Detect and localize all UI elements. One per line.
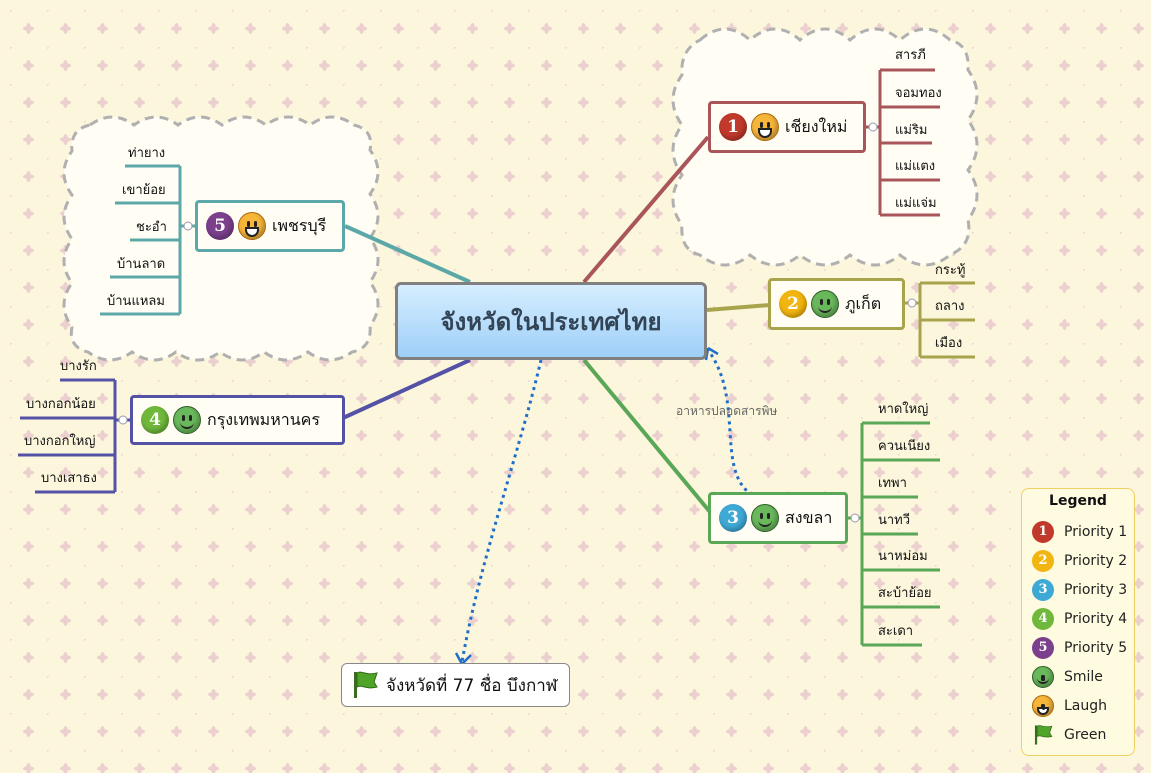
priority-2-icon: 2 — [779, 290, 807, 318]
collapse-toggle — [118, 415, 128, 425]
subtopic[interactable]: แม่แจ่ม — [895, 196, 937, 211]
callout-arrowhead — [454, 652, 472, 665]
topic-phetchaburi[interactable]: 5 เพชรบุรี — [195, 200, 345, 252]
leaf-lines-songkhla — [848, 421, 940, 647]
legend-item: Laugh — [1032, 691, 1134, 720]
subtopic[interactable]: จอมทอง — [895, 86, 942, 101]
central-topic-label: จังหวัดในประเทศไทย — [440, 307, 662, 336]
legend-item: 3 Priority 3 — [1032, 575, 1134, 604]
topic-label: เพชรบุรี — [272, 215, 327, 235]
legend-item-label: Priority 1 — [1064, 523, 1128, 540]
topic-label: ภูเก็ต — [845, 293, 882, 313]
legend-panel: Legend 1 Priority 1 2 Priority 2 3 Prior… — [1021, 488, 1135, 756]
subtopic[interactable]: เขาย้อย — [122, 183, 166, 198]
topic-bangkok[interactable]: 4 กรุงเทพมหานคร — [130, 395, 345, 445]
subtopic[interactable]: บ้านแหลม — [107, 294, 165, 309]
collapse-toggle — [907, 298, 917, 308]
subtopic[interactable]: ถลาง — [935, 299, 965, 314]
legend-item-label: Priority 5 — [1064, 639, 1128, 656]
legend-title: Legend — [1049, 493, 1107, 509]
green-flag-icon — [350, 670, 380, 700]
legend-item: 1 Priority 1 — [1032, 517, 1134, 546]
smile-icon — [751, 504, 779, 532]
subtopic[interactable]: สะบ้าย้อย — [878, 586, 932, 601]
floating-topic[interactable]: จังหวัดที่ 77 ชื่อ บึงกาฬ — [341, 663, 570, 707]
priority-3-icon: 3 — [1032, 578, 1054, 601]
branch-line-phuket — [706, 303, 771, 312]
central-topic[interactable]: จังหวัดในประเทศไทย — [395, 282, 707, 360]
smile-icon — [173, 406, 201, 434]
legend-item: Smile — [1032, 662, 1134, 691]
topic-label: กรุงเทพมหานคร — [207, 409, 320, 429]
priority-5-icon: 5 — [1032, 636, 1054, 659]
subtopic[interactable]: แม่ริม — [895, 123, 928, 138]
green-flag-icon — [1032, 724, 1054, 746]
branch-line-phetchaburi — [344, 224, 471, 284]
topic-label: สงขลา — [785, 507, 833, 527]
relationship-line — [706, 349, 753, 497]
legend-item: Green — [1032, 720, 1134, 749]
subtopic[interactable]: หาดใหญ่ — [878, 402, 929, 417]
subtopic[interactable]: บางเสาธง — [41, 471, 97, 486]
collapse-toggle — [868, 122, 878, 132]
laugh-icon — [1032, 694, 1054, 717]
smile-icon — [1032, 665, 1054, 688]
topic-label: เชียงใหม่ — [785, 116, 848, 136]
subtopic[interactable]: สะเดา — [878, 624, 914, 639]
subtopic[interactable]: บ้านลาด — [117, 257, 166, 272]
priority-4-icon: 4 — [141, 406, 169, 434]
collapse-toggle — [183, 221, 193, 231]
priority-5-icon: 5 — [206, 212, 234, 240]
subtopic[interactable]: ควนเนียง — [878, 439, 931, 454]
legend-item-label: Laugh — [1064, 697, 1108, 714]
subtopic[interactable]: บางรัก — [60, 359, 97, 374]
legend-item-label: Green — [1064, 726, 1107, 743]
priority-1-icon: 1 — [1032, 520, 1054, 543]
subtopic[interactable]: ท่ายาง — [128, 146, 166, 161]
subtopic[interactable]: ชะอำ — [136, 220, 167, 235]
subtopic[interactable]: นาหม่อม — [878, 549, 928, 564]
subtopic[interactable]: สารภี — [895, 48, 926, 63]
legend-item: 5 Priority 5 — [1032, 633, 1134, 662]
smile-icon — [811, 290, 839, 318]
subtopic[interactable]: แม่แตง — [895, 159, 936, 174]
subtopic[interactable]: เทพา — [878, 476, 907, 491]
relationship-label[interactable]: อาหารปลอดสารพิษ — [676, 404, 778, 418]
topic-chiangmai[interactable]: 1 เชียงใหม่ — [708, 101, 866, 153]
branch-line-chiangmai — [582, 135, 710, 284]
legend-item-label: Priority 2 — [1064, 552, 1128, 569]
subtopic[interactable]: นาทวี — [878, 513, 911, 528]
laugh-icon — [238, 212, 266, 240]
subtopic[interactable]: บางกอกใหญ่ — [24, 434, 96, 449]
legend-item: 4 Priority 4 — [1032, 604, 1134, 633]
legend-item-label: Smile — [1064, 668, 1103, 685]
callout-line — [460, 359, 543, 663]
collapse-toggle — [850, 513, 860, 523]
topic-phuket[interactable]: 2 ภูเก็ต — [768, 278, 905, 330]
topic-songkhla[interactable]: 3 สงขลา — [708, 492, 848, 544]
laugh-icon — [751, 113, 779, 141]
branch-line-bangkok — [342, 358, 471, 420]
subtopic[interactable]: เมือง — [935, 336, 963, 351]
subtopic[interactable]: บางกอกน้อย — [26, 397, 96, 412]
legend-item: 2 Priority 2 — [1032, 546, 1134, 575]
branch-line-songkhla — [582, 358, 712, 514]
priority-1-icon: 1 — [719, 113, 747, 141]
priority-3-icon: 3 — [719, 504, 747, 532]
priority-2-icon: 2 — [1032, 549, 1054, 572]
relationship-arrowhead — [704, 346, 719, 361]
subtopic[interactable]: กระทู้ — [935, 263, 966, 278]
legend-item-label: Priority 3 — [1064, 581, 1128, 598]
floating-topic-label: จังหวัดที่ 77 ชื่อ บึงกาฬ — [386, 675, 558, 696]
priority-4-icon: 4 — [1032, 607, 1054, 630]
legend-item-label: Priority 4 — [1064, 610, 1128, 627]
